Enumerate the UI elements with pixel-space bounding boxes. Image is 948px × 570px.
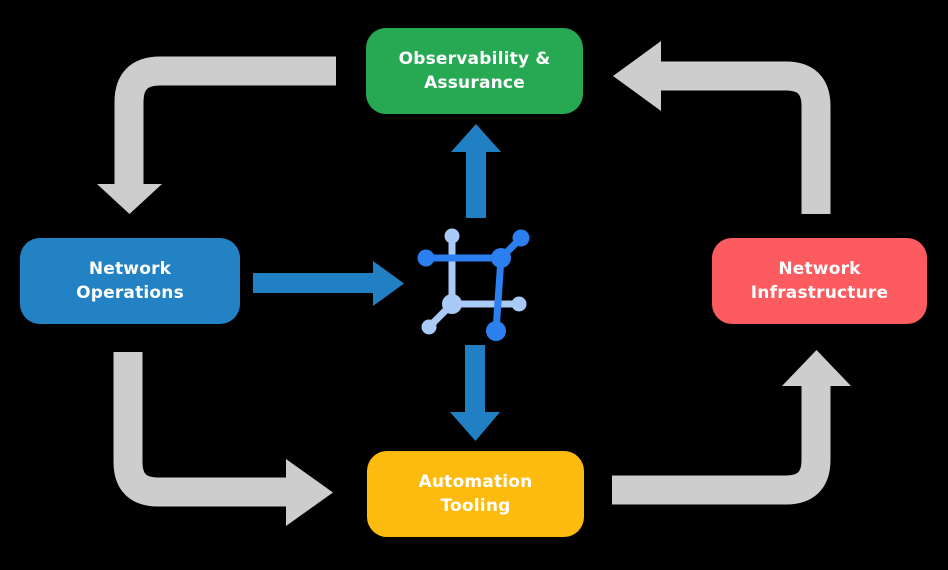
arrowhead-left-icon xyxy=(613,41,661,111)
arrow-automation-to-infrastructure xyxy=(612,386,831,505)
node-automation-tooling: Automation Tooling xyxy=(367,451,584,537)
cycle-arrows xyxy=(97,41,851,526)
arrow-icon-to-observability xyxy=(451,124,501,218)
arrowhead-right-icon xyxy=(286,459,333,526)
arrowhead-down-icon xyxy=(97,184,162,214)
node-network-operations: Network Operations xyxy=(20,238,240,324)
node-observability-label: Observability & Assurance xyxy=(398,48,551,93)
arrow-icon-to-automation xyxy=(450,345,500,441)
node-network-infrastructure: Network Infrastructure xyxy=(712,238,927,324)
arrow-operations-to-automation xyxy=(113,352,287,507)
node-infrastructure-label: Network Infrastructure xyxy=(750,258,889,303)
node-observability-assurance: Observability & Assurance xyxy=(366,28,583,114)
arrowhead-up-icon xyxy=(782,350,851,386)
arrow-operations-to-icon xyxy=(253,261,404,306)
arrow-observability-to-operations xyxy=(114,56,336,186)
node-operations-label: Network Operations xyxy=(76,258,184,303)
blue-arrows xyxy=(253,124,501,441)
network-fabric-icon xyxy=(417,228,530,341)
icon-light-strokes xyxy=(421,228,527,335)
icon-dark-strokes xyxy=(417,229,530,341)
node-automation-label: Automation Tooling xyxy=(418,471,533,516)
arrow-infrastructure-to-observability xyxy=(660,61,831,214)
